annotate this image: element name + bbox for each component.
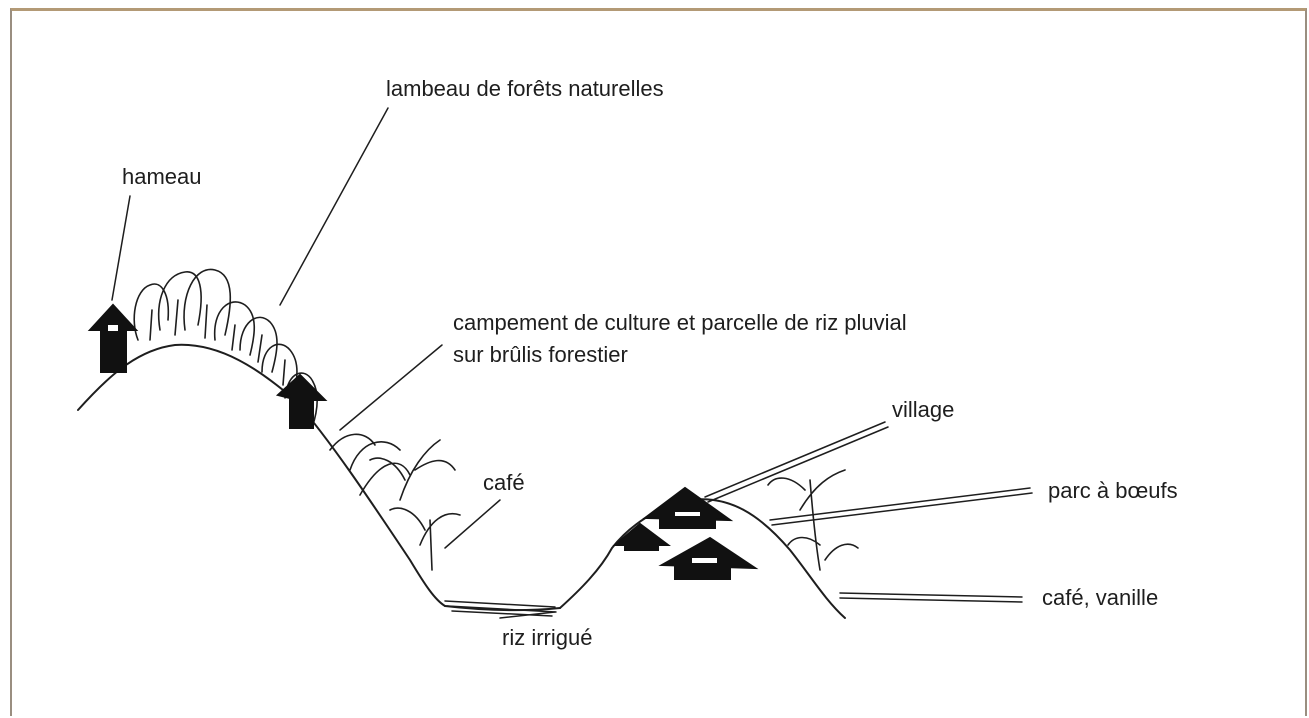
lambeau-pointer bbox=[280, 108, 388, 305]
cafe-pointer bbox=[445, 500, 500, 548]
label-village: village bbox=[892, 397, 954, 422]
palm-shrubs bbox=[330, 434, 858, 570]
village-house-bottom bbox=[662, 538, 755, 579]
cafe-vanille-pointer bbox=[840, 593, 1022, 602]
village-pointer bbox=[705, 422, 888, 502]
campement-pointer bbox=[340, 345, 442, 430]
label-campement-line2: sur brûlis forestier bbox=[453, 342, 628, 367]
label-parc: parc à bœufs bbox=[1048, 478, 1178, 503]
label-cafe: café bbox=[483, 470, 525, 495]
parc-pointer bbox=[770, 488, 1032, 525]
label-campement-line1: campement de culture et parcelle de riz … bbox=[453, 310, 907, 335]
hill-left-profile bbox=[78, 345, 445, 606]
hameau-pointer bbox=[112, 196, 130, 300]
label-hameau: hameau bbox=[122, 164, 202, 189]
label-riz-irrigue: riz irrigué bbox=[502, 625, 592, 650]
label-lambeau: lambeau de forêts naturelles bbox=[386, 76, 664, 101]
village-house-top bbox=[645, 488, 730, 528]
label-cafe-vanille: café, vanille bbox=[1042, 585, 1158, 610]
